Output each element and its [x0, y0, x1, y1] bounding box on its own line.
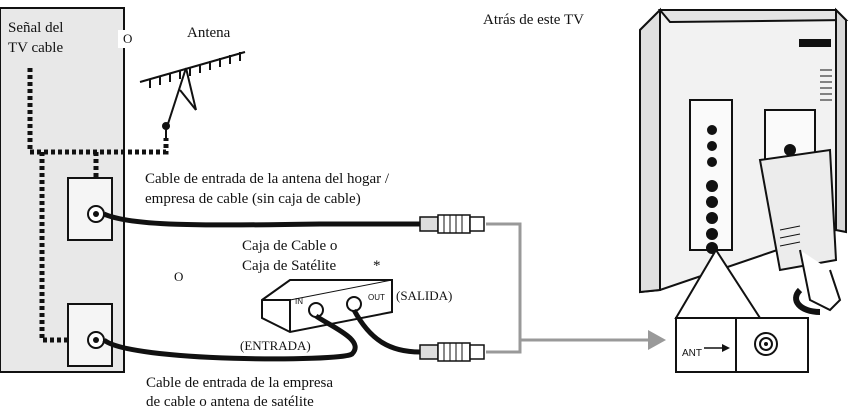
asterisk-label: * [373, 258, 381, 274]
home-cable-label-2: empresa de cable (sin caja de cable) [145, 191, 361, 207]
ant-jack-callout: ANT [674, 248, 809, 373]
antenna-icon [139, 51, 246, 138]
box-output-cable [351, 308, 485, 362]
entrada-label: (ENTRADA) [240, 338, 311, 353]
tv-back-illustration [639, 7, 849, 315]
upper-coax-cable [102, 211, 485, 234]
or-label-middle: O [174, 269, 183, 284]
box-label-2: Caja de Satélite [242, 258, 336, 274]
antenna-label: Antena [187, 25, 231, 41]
salida-label: (SALIDA) [396, 288, 452, 303]
bottom-cable-label-2: de cable o antena de satélite [146, 394, 314, 410]
coax-jack-icon [754, 332, 778, 356]
back-of-tv-label: Atrás de este TV [483, 12, 584, 28]
box-label-1: Caja de Cable o [242, 238, 337, 254]
cable-box-icon: IN OUT [261, 279, 393, 334]
dotted-cable-lines [27, 68, 169, 343]
wall-jack-lower [67, 303, 113, 367]
gray-connector-lines [486, 222, 666, 354]
or-label-top: O [123, 31, 132, 46]
bottom-cable-label-1: Cable de entrada de la empresa [146, 375, 333, 391]
box-out-label: OUT [368, 293, 385, 302]
ant-jack-label: ANT [682, 348, 702, 359]
home-cable-label-1: Cable de entrada de la antena del hogar … [145, 171, 390, 187]
cable-signal-label-2: TV cable [8, 40, 63, 56]
box-in-label: IN [295, 297, 303, 306]
wall-jack-upper [67, 177, 113, 241]
box-input-cable [102, 313, 358, 362]
cable-signal-label-1: Señal del [8, 20, 63, 36]
